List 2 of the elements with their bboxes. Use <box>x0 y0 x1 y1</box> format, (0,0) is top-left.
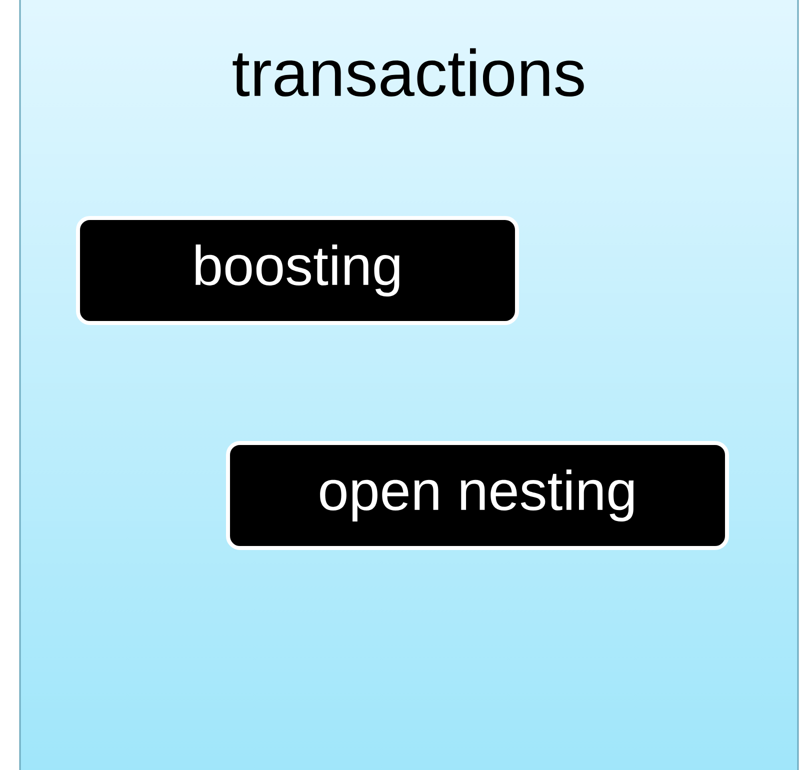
label-box: boosting <box>76 216 519 325</box>
label-box: open nesting <box>226 441 729 550</box>
